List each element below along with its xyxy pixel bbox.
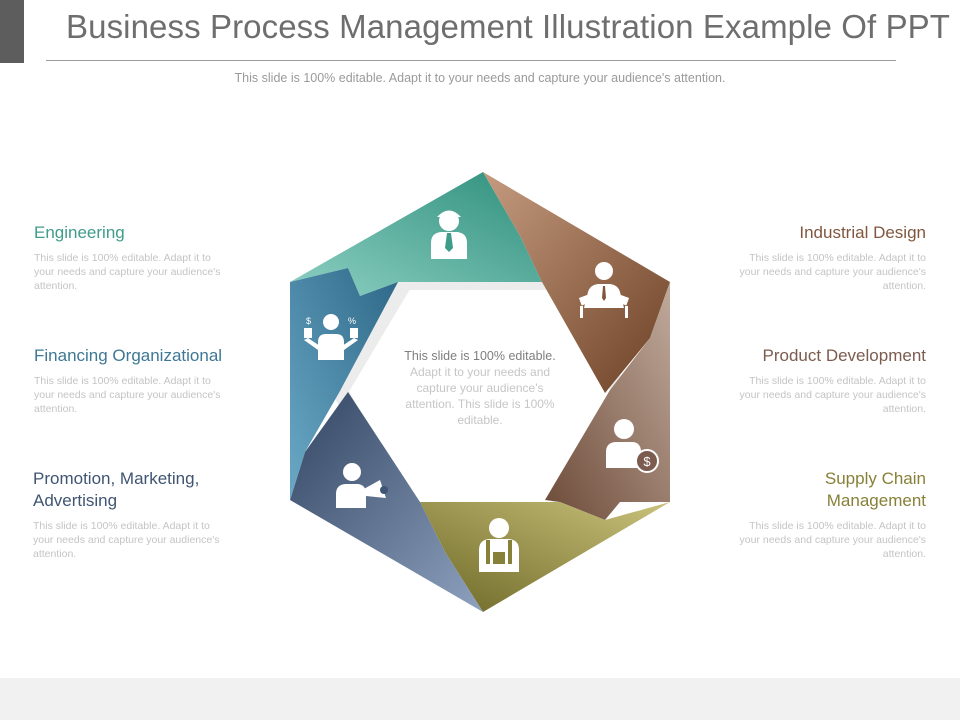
engineering-desc: This slide is 100% editable. Adapt it to…	[34, 252, 221, 292]
center-text-body: Adapt it to your needs and capture your …	[405, 365, 555, 427]
dollar-glyph: $	[643, 454, 651, 469]
percent-glyph: %	[348, 316, 356, 326]
segment-engineering	[290, 172, 542, 296]
slide-title: Business Process Management Illustration…	[66, 8, 951, 45]
financing-desc: This slide is 100% editable. Adapt it to…	[34, 375, 221, 415]
megaphone-person-icon	[336, 463, 388, 508]
industrial-design-title: Industrial Design	[799, 223, 926, 242]
engineer-icon	[431, 210, 467, 259]
industrial-design-desc: This slide is 100% editable. Adapt it to…	[739, 252, 926, 292]
footer-band	[0, 678, 960, 720]
finance-person-icon: $ %	[304, 314, 358, 360]
promotion-title: Promotion, Marketing, Advertising	[33, 469, 200, 510]
promotion-desc: This slide is 100% editable. Adapt it to…	[33, 520, 220, 560]
worker-icon	[479, 518, 519, 572]
center-text: This slide is 100% editable. Adapt it to…	[404, 348, 556, 428]
dollar-glyph: $	[306, 316, 311, 326]
money-person-icon: $	[606, 419, 659, 473]
slide-subtitle: This slide is 100% editable. Adapt it to…	[234, 71, 726, 85]
segment-financing	[290, 268, 398, 500]
product-development-title: Product Development	[762, 346, 926, 365]
segment-supply-chain	[420, 502, 670, 612]
title-divider	[46, 60, 896, 61]
designer-icon	[578, 262, 630, 318]
product-development-desc: This slide is 100% editable. Adapt it to…	[739, 375, 926, 415]
financing-title: Financing Organizational	[34, 346, 223, 365]
segment-industrial-design	[483, 172, 670, 393]
center-text-lead: This slide is 100% editable.	[404, 349, 556, 363]
corner-accent	[0, 0, 24, 63]
engineering-title: Engineering	[34, 223, 125, 242]
supply-chain-title: Supply Chain Management	[824, 469, 926, 510]
supply-chain-desc: This slide is 100% editable. Adapt it to…	[739, 520, 926, 560]
segment-promotion-marketing	[290, 392, 483, 612]
